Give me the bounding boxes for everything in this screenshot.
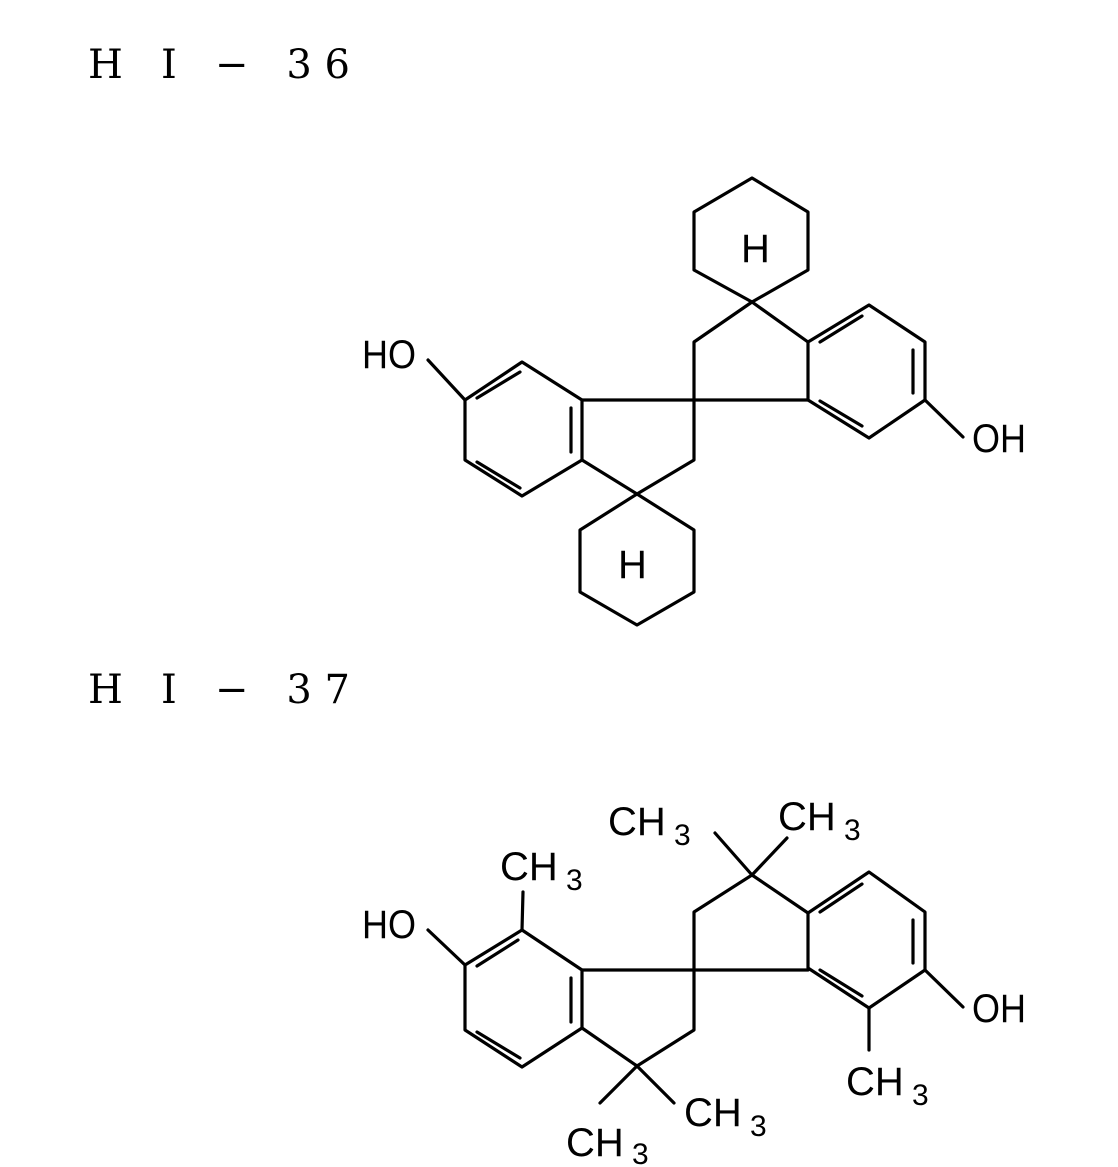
svg-text:3: 3 (566, 864, 583, 897)
spiro-core-bonds (582, 875, 808, 1066)
compound-label-hi-36: H I − 36 (88, 42, 350, 88)
methyl-label-aryl-right: CH 3 (846, 1060, 929, 1112)
structure-hi-36: HO OH H H (362, 178, 1026, 625)
left-benzene-ring (465, 930, 582, 1067)
methyl-label-aryl-left: CH 3 (500, 845, 583, 897)
right-benzene-double-bonds (820, 316, 913, 426)
methyl-label-bottom-left: CH 3 (566, 1121, 649, 1167)
structure-hi-37: HO OH CH 3 CH 3 CH 3 CH 3 CH 3 CH 3 (362, 795, 1026, 1167)
left-hydroxyl-label: HO (362, 903, 416, 947)
methyl-label-top-right: CH 3 (778, 795, 861, 847)
svg-text:3: 3 (632, 1138, 649, 1167)
left-benzene-double-bonds (477, 940, 571, 1058)
top-ring-hydrogen-label: H (741, 227, 770, 271)
right-benzene-ring (808, 305, 925, 438)
svg-text:3: 3 (844, 814, 861, 847)
svg-text:CH: CH (566, 1121, 624, 1165)
right-hydroxyl-label: OH (972, 417, 1026, 461)
right-benzene-ring (808, 872, 925, 1008)
svg-text:CH: CH (608, 800, 666, 844)
compound-label-hi-37: H I − 37 (88, 667, 350, 713)
left-hydroxyl-label: HO (362, 333, 416, 377)
bottom-ring-hydrogen-label: H (618, 543, 647, 587)
right-hydroxyl-label: OH (972, 987, 1026, 1031)
svg-text:CH: CH (500, 845, 558, 889)
svg-text:CH: CH (684, 1091, 742, 1135)
right-benzene-double-bonds (820, 884, 913, 996)
svg-text:CH: CH (846, 1060, 904, 1104)
left-benzene-double-bonds (477, 372, 571, 488)
svg-text:3: 3 (912, 1079, 929, 1112)
left-benzene-ring (465, 362, 582, 496)
svg-text:CH: CH (778, 795, 836, 839)
methyl-label-top-left: CH 3 (608, 800, 691, 852)
svg-text:3: 3 (674, 819, 691, 852)
svg-text:3: 3 (750, 1110, 767, 1143)
spiro-core-bonds (582, 302, 808, 494)
methyl-label-bottom-right: CH 3 (684, 1091, 767, 1143)
